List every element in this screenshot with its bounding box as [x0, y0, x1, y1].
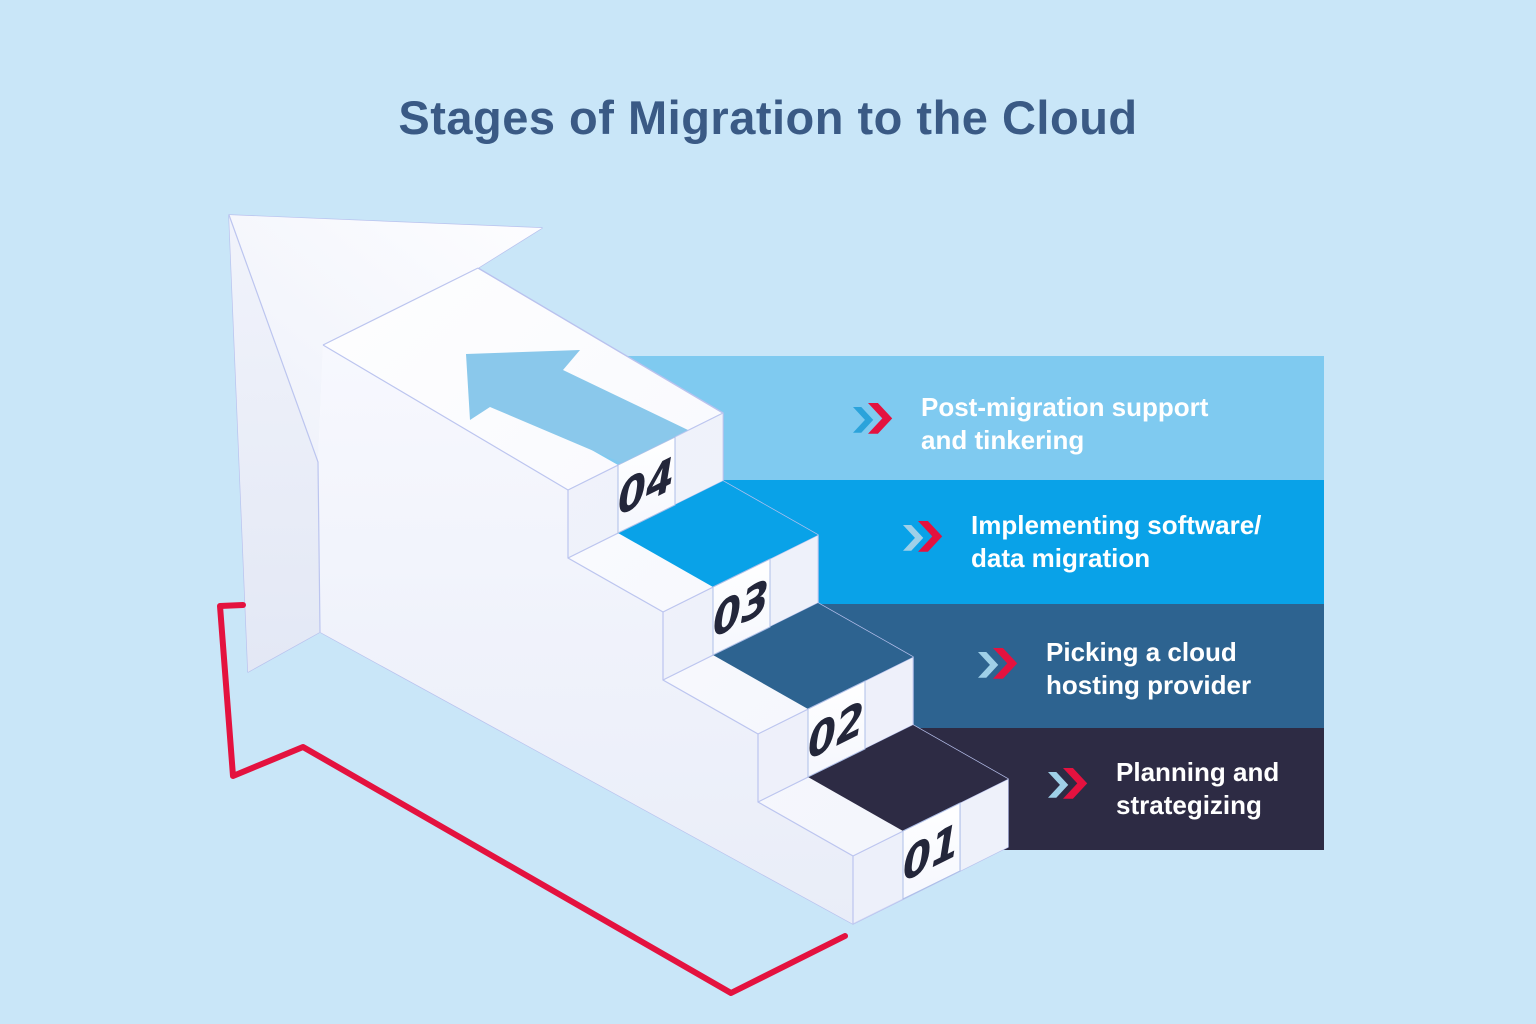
upward-arrow-icon [466, 350, 688, 463]
step-tread-03 [618, 481, 818, 587]
stage-label-line2: and tinkering [921, 425, 1085, 455]
stage-label-line2: data migration [971, 543, 1151, 573]
stage-band-04 [627, 356, 1324, 480]
stage-label-line1: Picking a cloud [1046, 637, 1237, 667]
stage-band-03 [723, 480, 1324, 604]
step-number-panel-02 [807, 680, 866, 778]
page-title: Stages of Migration to the Cloud [398, 91, 1138, 144]
step-tread-02 [713, 603, 913, 709]
double-chevron-icon [853, 403, 893, 434]
double-chevron-icon [978, 648, 1018, 679]
arrow-head-face [229, 215, 542, 462]
stage-label-text: Implementing software/ data migration [971, 509, 1261, 575]
stage-label-text: Planning and strategizing [1116, 756, 1279, 822]
staircase-front-wall [318, 345, 853, 924]
stage-label-04: Post-migration support and tinkering [853, 391, 1208, 457]
step-number-panel-04 [617, 436, 676, 534]
step-tread-01 [808, 725, 1008, 831]
stage-label-line2: strategizing [1116, 790, 1262, 820]
step-number-panel-01 [902, 802, 961, 900]
red-path-line [217, 602, 848, 996]
double-chevron-icon [1048, 768, 1088, 799]
staircase-end-face [960, 779, 1008, 871]
stage-label-line1: Planning and [1116, 757, 1280, 787]
arrow-side-face [229, 215, 320, 672]
stage-label-text: Picking a cloud hosting provider [1046, 636, 1251, 702]
double-chevron-icon [903, 521, 943, 552]
stage-label-text: Post-migration support and tinkering [921, 391, 1208, 457]
stage-label-line1: Implementing software/ [971, 510, 1262, 540]
stage-label-03: Implementing software/ data migration [903, 509, 1261, 575]
stage-label-line1: Post-migration support [921, 392, 1209, 422]
stage-label-line2: hosting provider [1046, 670, 1252, 700]
step-number-panel-03 [712, 558, 771, 656]
stage-label-01: Planning and strategizing [1048, 756, 1279, 822]
stage-label-02: Picking a cloud hosting provider [978, 636, 1251, 702]
